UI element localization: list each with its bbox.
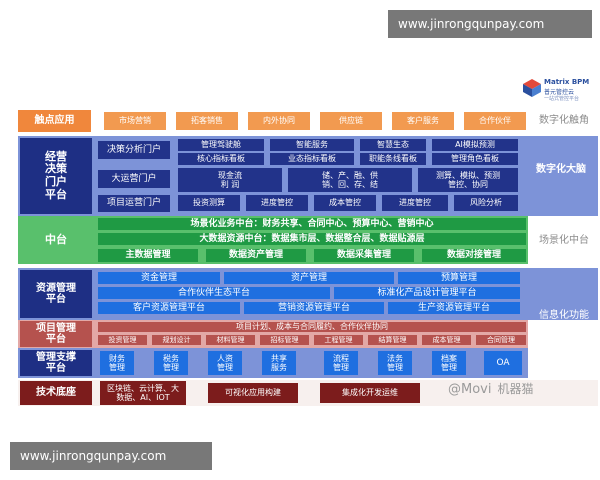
resource-item: 预算管理 (398, 272, 520, 284)
decision-cell: 风险分析 (454, 195, 518, 211)
tech-label: 技术底座 (20, 381, 92, 405)
decision-cell: 储、产、融、供 销、回、存、结 (288, 168, 412, 192)
decision-cell: 智能服务 (270, 139, 354, 151)
middle-bar: 场景化业务中台：财务共享、合同中心、预算中心、营销中心 (98, 218, 526, 230)
logo-cube-icon (523, 79, 541, 97)
decision-right-label: 数字化大脑 (536, 164, 586, 176)
touch-item: 客户服务 (392, 112, 454, 130)
tech-note-extra: 机器猫 (497, 382, 534, 397)
support-item: 人资 管理 (208, 351, 242, 375)
logo: Matrix BPM 普元管控云 一站式管控平台 (522, 76, 594, 104)
decision-cell: 测算、模拟、预测 管控、协同 (418, 168, 518, 192)
middle-item: 数据对接管理 (422, 249, 526, 262)
middle-label: 中台 (20, 218, 92, 262)
touch-item: 市场营销 (104, 112, 166, 130)
middle-item: 数据资产管理 (206, 249, 306, 262)
decision-cell: 核心指标看板 (178, 153, 264, 165)
logo-cn: 普元管控云 (544, 89, 575, 96)
touch-item: 供应链 (320, 112, 382, 130)
project-item: 招标管理 (260, 335, 309, 345)
support-item: 财务 管理 (100, 351, 134, 375)
decision-cell: 管理驾驶舱 (178, 139, 264, 151)
resource-item: 客户资源管理平台 (98, 302, 240, 314)
touch-item: 合作伙伴 (464, 112, 526, 130)
project-item: 材料管理 (206, 335, 255, 345)
logo-sub: 一站式管控平台 (544, 96, 580, 102)
decision-cell: 业态指标看板 (270, 153, 354, 165)
logo-name: Matrix BPM (544, 78, 590, 86)
project-item: 规划设计 (152, 335, 201, 345)
touch-label: 触点应用 (18, 110, 91, 132)
resource-item: 生产资源管理平台 (388, 302, 520, 314)
resource-item: 资产管理 (224, 272, 394, 284)
decision-cell: 进度管控 (382, 195, 448, 211)
support-item: 档案 管理 (432, 351, 466, 375)
decision-cell: 智慧生态 (360, 139, 426, 151)
decision-cell: 职能条线看板 (360, 153, 426, 165)
support-item: 税务 管理 (154, 351, 188, 375)
decision-cell: AI模拟预测 (432, 139, 518, 151)
middle-bar: 大数据资源中台：数据集市层、数据整合层、数据贴源层 (98, 233, 526, 245)
resource-item: 资金管理 (98, 272, 220, 284)
middle-right-label: 场景化中台 (539, 235, 589, 247)
tech-item: 区块链、云计算、大 数据、AI、IOT (100, 381, 186, 405)
support-label: 管理支撑 平台 (20, 350, 92, 376)
tech-item: 可视化应用构建 (208, 383, 298, 403)
support-item: OA (484, 351, 522, 375)
project-item: 结算管理 (368, 335, 417, 345)
touch-item: 拓客销售 (176, 112, 238, 130)
project-item: 投资管理 (98, 335, 147, 345)
project-label: 项目管理 平台 (20, 321, 92, 347)
decision-cell: 投资测算 (178, 195, 240, 211)
touch-right-label: 数字化触角 (539, 115, 589, 127)
middle-item: 主数据管理 (98, 249, 198, 262)
support-item: 流程 管理 (324, 351, 358, 375)
decision-cell: 进度管控 (246, 195, 308, 211)
portal-item: 大运营门户 (98, 170, 170, 188)
decision-cell: 成本管控 (314, 195, 376, 211)
project-item: 合同管理 (476, 335, 526, 345)
resource-label: 资源管理 平台 (20, 270, 92, 318)
touch-item: 内外协同 (248, 112, 310, 130)
portal-item: 决策分析门户 (98, 141, 170, 159)
tech-item: 集成化开发运维 (320, 383, 420, 403)
resource-item: 营销资源管理平台 (244, 302, 384, 314)
decision-cell: 现金流 利 润 (178, 168, 282, 192)
decision-cell: 管理角色看板 (432, 153, 518, 165)
tech-note-text: @Movi (448, 381, 492, 397)
support-item: 共享 服务 (262, 351, 296, 375)
resource-item: 标准化产品设计管理平台 (334, 287, 520, 299)
project-item: 成本管理 (422, 335, 471, 345)
support-item: 法务 管理 (378, 351, 412, 375)
watermark-top: www.jinrongqunpay.com (388, 10, 592, 38)
resource-item: 合作伙伴生态平台 (98, 287, 330, 299)
decision-label: 经营 决策 门户 平台 (20, 138, 92, 214)
watermark-bottom: www.jinrongqunpay.com (10, 442, 212, 470)
portal-item: 项目运营门户 (98, 195, 170, 212)
middle-item: 数据采集管理 (314, 249, 414, 262)
project-bar: 项目计划、成本与合同履约、合作伙伴协同 (98, 322, 526, 332)
project-item: 工程管理 (314, 335, 363, 345)
tech-note: @Movi 机器猫 (448, 379, 558, 401)
resource-right-label: 信息化功能 (539, 310, 589, 322)
